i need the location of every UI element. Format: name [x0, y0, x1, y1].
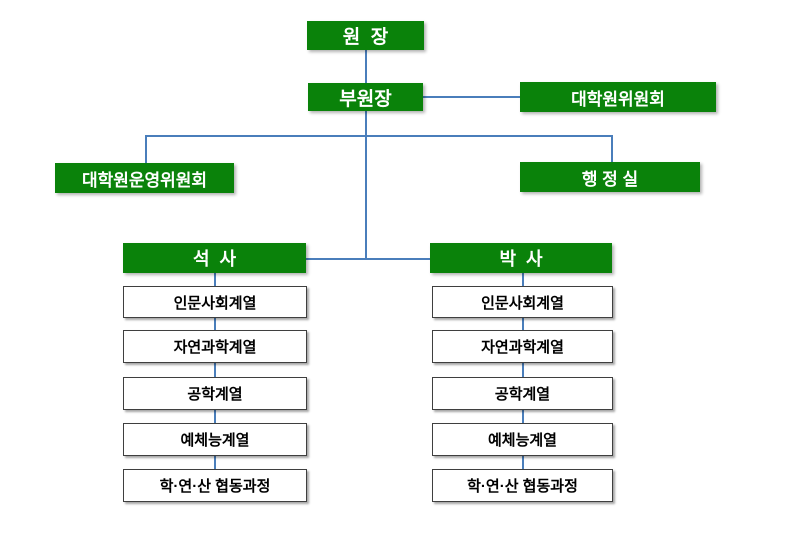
doctoral-track-arts-physical: 예체능계열: [432, 423, 613, 456]
node-admin-office: 행 정 실: [520, 162, 700, 192]
doctoral-track-academia-research-industry: 학·연·산 협동과정: [432, 469, 613, 502]
connector-doctoral-row1: [522, 273, 524, 286]
connector-masters-row3: [214, 363, 216, 377]
node-masters: 석 사: [123, 243, 306, 273]
masters-track-arts-physical: 예체능계열: [123, 423, 307, 456]
doctoral-track-natural-sciences: 자연과학계열: [432, 330, 613, 363]
connector-to-admin-office: [611, 135, 613, 162]
connector-masters-row1: [214, 273, 216, 286]
connector-masters-row4: [214, 410, 216, 423]
node-director: 원 장: [307, 21, 424, 50]
connector-to-operating-committee: [145, 135, 147, 163]
connector-masters-row5: [214, 456, 216, 469]
node-graduate-committee: 대학원위원회: [520, 82, 716, 112]
connector-distribution-bar: [145, 135, 612, 137]
connector-director-to-vice: [365, 50, 367, 83]
masters-track-engineering: 공학계열: [123, 377, 307, 410]
node-doctoral: 박 사: [430, 243, 612, 273]
masters-track-natural-sciences: 자연과학계열: [123, 330, 307, 363]
doctoral-track-engineering: 공학계열: [432, 377, 613, 410]
node-operating-committee: 대학원운영위원회: [55, 163, 234, 193]
connector-doctoral-row2: [522, 318, 524, 330]
masters-track-humanities-social: 인문사회계열: [123, 286, 307, 318]
connector-doctoral-row3: [522, 363, 524, 377]
node-vice-director: 부원장: [308, 83, 423, 111]
connector-masters-doctoral: [306, 258, 430, 260]
doctoral-track-humanities-social: 인문사회계열: [432, 286, 613, 318]
connector-vice-trunk: [365, 111, 367, 259]
connector-doctoral-row5: [522, 456, 524, 469]
masters-track-academia-research-industry: 학·연·산 협동과정: [123, 469, 307, 502]
connector-doctoral-row4: [522, 410, 524, 423]
connector-vice-to-graduate-committee: [423, 96, 520, 98]
connector-masters-row2: [214, 318, 216, 330]
